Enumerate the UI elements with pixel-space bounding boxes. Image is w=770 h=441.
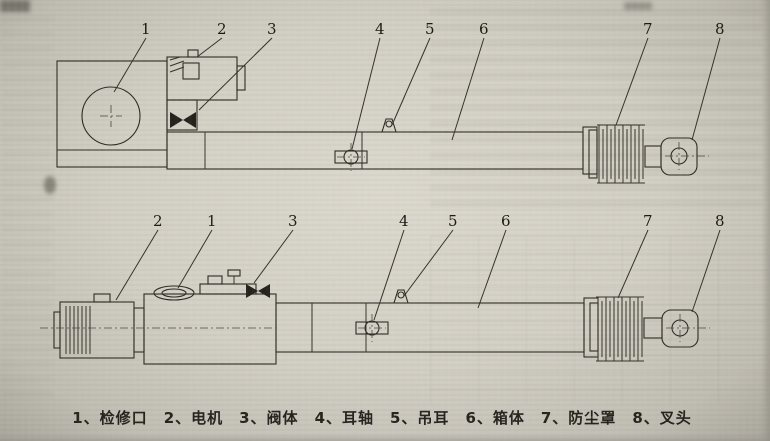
callout-valve-body: 3 <box>267 20 277 38</box>
callouts-bottom: 2 1 3 4 5 6 7 8 <box>153 212 725 230</box>
callout-motor: 2 <box>153 212 163 230</box>
cylinder-tube-bottom <box>40 297 599 358</box>
fork-head-top <box>644 137 709 176</box>
caption-item-inspection-port: 1、检修口 <box>72 409 148 427</box>
caption-item-box-body: 6、箱体 <box>465 409 525 427</box>
dust-cover-top <box>588 124 645 184</box>
caption-item-dust-cover: 7、防尘罩 <box>540 409 617 427</box>
bottom-view: 2 1 3 4 5 6 7 8 <box>40 212 725 365</box>
caption-item-fork-head: 8、叉头 <box>632 409 692 427</box>
caption-item-lifting-lug: 5、吊耳 <box>390 409 450 427</box>
dust-cover-bottom <box>589 296 644 362</box>
caption-item-valve-body: 3、阀体 <box>239 409 299 427</box>
callout-fork-head: 8 <box>715 212 725 230</box>
leader-lines-bottom <box>115 229 721 321</box>
callout-trunnion: 4 <box>375 20 385 38</box>
top-view: 1 2 3 4 5 6 7 8 <box>56 20 725 184</box>
callout-inspection-port: 1 <box>207 212 217 230</box>
callout-dust-cover: 7 <box>643 212 653 230</box>
motor-bottom <box>53 293 145 359</box>
valve-body-top <box>166 99 198 131</box>
inspection-port-circle <box>81 86 141 146</box>
callouts-top: 1 2 3 4 5 6 7 8 <box>141 20 725 38</box>
callout-valve-body: 3 <box>288 212 298 230</box>
callout-lifting-lug: 5 <box>448 212 458 230</box>
caption-item-trunnion: 4、耳轴 <box>314 409 374 427</box>
leader-lines-top <box>113 37 721 150</box>
callout-fork-head: 8 <box>715 20 725 38</box>
caption-item-motor: 2、电机 <box>163 409 224 427</box>
lifting-lug-bottom <box>393 289 409 304</box>
trunnion-bottom <box>355 314 389 342</box>
cylinder-tube-top <box>166 126 598 175</box>
gearbox-housing-top <box>56 60 168 168</box>
callout-box-body: 6 <box>501 212 511 230</box>
callout-trunnion: 4 <box>399 212 409 230</box>
callout-inspection-port: 1 <box>141 20 151 38</box>
gearbox-housing-bottom <box>143 269 277 365</box>
valve-body-bottom <box>199 283 257 295</box>
motor-top <box>166 49 246 101</box>
inspection-port-oval <box>153 285 195 301</box>
callout-dust-cover: 7 <box>643 20 653 38</box>
callout-lifting-lug: 5 <box>425 20 435 38</box>
trunnion-top <box>334 143 368 171</box>
callout-motor: 2 <box>217 20 227 38</box>
figure-caption: 1、检修口 2、电机 3、阀体 4、耳轴 5、吊耳 6、箱体 7、防尘罩 8、叉头 <box>0 407 764 428</box>
fork-head-bottom <box>643 309 710 348</box>
callout-box-body: 6 <box>479 20 489 38</box>
